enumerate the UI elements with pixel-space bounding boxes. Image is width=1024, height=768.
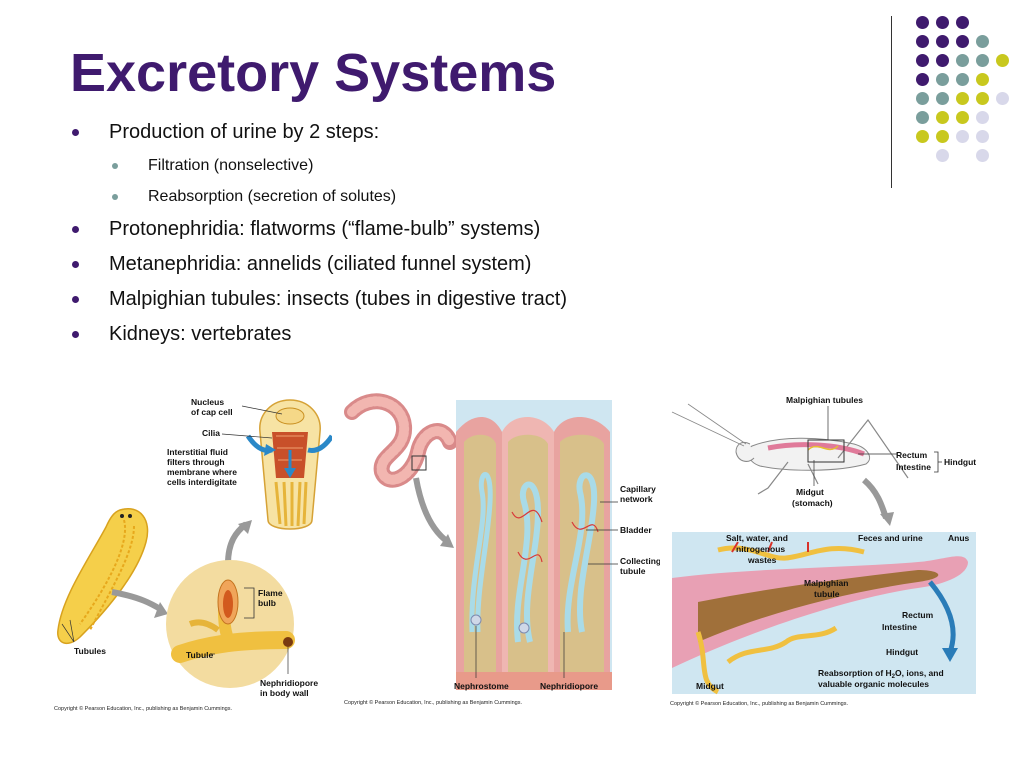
label-hindgut: Hindgut (944, 457, 976, 467)
bullet-item: Malpighian tubules: insects (tubes in di… (72, 283, 872, 318)
label-rectum-2: Rectum (902, 610, 934, 620)
dot (916, 73, 929, 86)
dot (916, 92, 929, 105)
dot (916, 54, 929, 67)
dot (956, 73, 969, 86)
label-nephridiopore-1: Nephridiopore (260, 678, 318, 688)
bullet-item: Metanephridia: annelids (ciliated funnel… (72, 248, 872, 283)
label-hindgut-2: Hindgut (886, 647, 918, 657)
dot (976, 54, 989, 67)
label-bulb: bulb (258, 598, 276, 608)
dot (956, 16, 969, 29)
earthworm-metanephridia-figure: Capillary network Bladder Collecting tub… (344, 393, 660, 706)
label-salt-1: Salt, water, and (726, 533, 788, 543)
dot (976, 149, 989, 162)
dot (936, 16, 949, 29)
label-malpighian-2: tubule (814, 589, 840, 599)
label-capillary-1: Capillary (620, 484, 656, 494)
label-rectum: Rectum (896, 450, 928, 460)
dot (956, 111, 969, 124)
label-collecting-1: Collecting (620, 556, 660, 566)
label-nucleus: Nucleus (191, 397, 224, 407)
bullet-item: Production of urine by 2 steps: (72, 116, 872, 151)
copyright-text: Copyright © Pearson Education, Inc., pub… (54, 705, 232, 712)
dot (996, 92, 1009, 105)
flatworm-protonephridia-figure: Tubules Flame bulb Tubule Nephridiopore … (54, 397, 332, 712)
label-cilia: Cilia (202, 428, 220, 438)
dot (976, 111, 989, 124)
cap-cell-illustration (245, 399, 332, 530)
label-reabsorption-2: valuable organic molecules (818, 679, 929, 689)
flatworm-illustration (57, 508, 149, 645)
label-nephrostome: Nephrostome (454, 681, 509, 691)
label-salt-3: wastes (747, 555, 777, 565)
divider-line (891, 16, 892, 188)
dot (936, 149, 949, 162)
dot (916, 16, 929, 29)
bullet-item: Kidneys: vertebrates (72, 318, 872, 353)
dot (936, 73, 949, 86)
label-interstitial-2: filters through (167, 457, 225, 467)
decorative-dot-grid (902, 10, 1022, 170)
dot (956, 54, 969, 67)
label-capillary-2: network (620, 494, 653, 504)
label-malpighian-tubules: Malpighian tubules (786, 395, 863, 405)
dot (936, 111, 949, 124)
dot (976, 130, 989, 143)
dot (916, 35, 929, 48)
dot (916, 130, 929, 143)
label-bladder: Bladder (620, 525, 652, 535)
label-salt-2: nitrogenous (736, 544, 785, 554)
label-collecting-2: tubule (620, 566, 646, 576)
bullet-item: Protonephridia: flatworms (“flame-bulb” … (72, 213, 872, 248)
label-feces: Feces and urine (858, 533, 923, 543)
dot (936, 35, 949, 48)
label-interstitial-1: Interstitial fluid (167, 447, 228, 457)
grasshopper-illustration (671, 403, 909, 495)
dot (916, 111, 929, 124)
sub-bullet-item: Reabsorption (secretion of solutes) (72, 182, 872, 213)
label-midgut-2: (stomach) (792, 498, 833, 508)
label-reabsorption-1: Reabsorption of H2O, ions, and (818, 668, 944, 680)
dot (956, 92, 969, 105)
copyright-text: Copyright © Pearson Education, Inc., pub… (344, 699, 522, 706)
label-intestine-2: Intestine (882, 622, 917, 632)
dot (976, 92, 989, 105)
label-nephridiopore: Nephridiopore (540, 681, 598, 691)
dot (936, 54, 949, 67)
dot (956, 35, 969, 48)
label-malpighian-1: Malpighian (804, 578, 848, 588)
bullet-list: Production of urine by 2 steps: Filtrati… (72, 116, 872, 353)
label-nephridiopore-2: in body wall (260, 688, 309, 698)
dot (996, 54, 1009, 67)
dot (956, 130, 969, 143)
dot (936, 130, 949, 143)
copyright-text: Copyright © Pearson Education, Inc., pub… (670, 700, 848, 707)
dot (936, 92, 949, 105)
dot (976, 35, 989, 48)
insect-malpighian-figure: Malpighian tubules Rectum Intestine Hind… (668, 395, 978, 707)
label-tubules: Tubules (74, 646, 106, 656)
sub-bullet-item: Filtration (nonselective) (72, 151, 872, 182)
dot (976, 73, 989, 86)
label-intestine: Intestine (896, 462, 931, 472)
label-interstitial-4: cells interdigitate (167, 477, 237, 487)
label-flame: Flame (258, 588, 283, 598)
earthworm-illustration (344, 393, 458, 488)
label-midgut-1: Midgut (796, 487, 824, 497)
label-anus: Anus (948, 533, 970, 543)
label-midgut-b: Midgut (696, 681, 724, 691)
label-cap-cell: of cap cell (191, 407, 233, 417)
slide-title: Excretory Systems (70, 43, 557, 103)
label-interstitial-3: membrane where (167, 467, 237, 477)
label-tubule: Tubule (186, 650, 213, 660)
